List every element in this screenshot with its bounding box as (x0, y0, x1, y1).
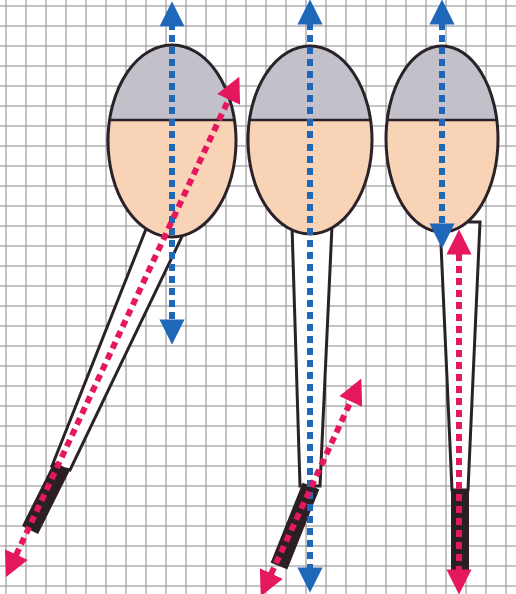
figure-right (380, 12, 510, 582)
figure-middle (240, 12, 380, 585)
figure-left (11, 14, 250, 566)
